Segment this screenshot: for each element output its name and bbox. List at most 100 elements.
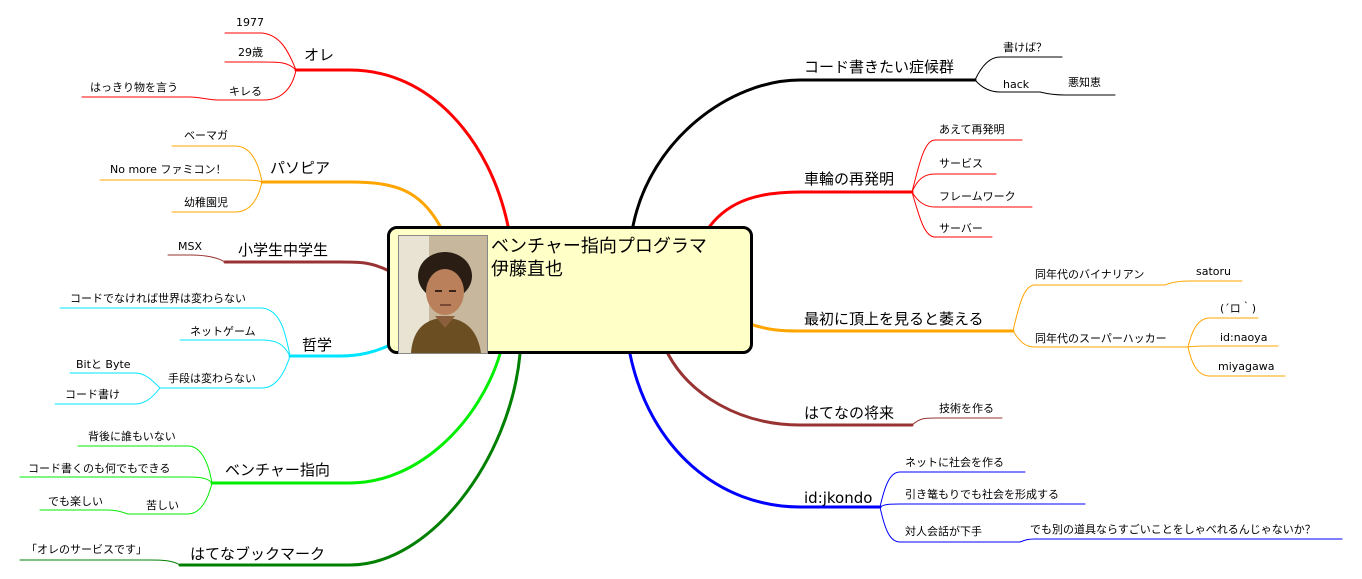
- node-jkondo-hikikomori[interactable]: 引き篭もりでも社会を形成する: [905, 488, 1059, 501]
- branch-philosophy-shudan: [159, 355, 291, 389]
- branch-future-gijutsu: [911, 417, 1003, 426]
- node-jkondo[interactable]: id:jkondo: [804, 489, 873, 507]
- center-title-line2: 伊藤直也: [491, 259, 563, 280]
- node-venture-tanoshii[interactable]: でも楽しい: [48, 495, 103, 508]
- node-venture-haigo[interactable]: 背後に誰もいない: [88, 430, 176, 443]
- branch-bookmark-trunk: [178, 352, 522, 567]
- branch-venture-code: [19, 476, 213, 484]
- node-philosophy[interactable]: 哲学: [302, 336, 333, 354]
- node-venture[interactable]: ベンチャー指向: [225, 461, 330, 479]
- branch-top-hacker: [1012, 330, 1189, 348]
- node-code-kakeba[interactable]: 書けば？: [1003, 41, 1047, 54]
- branch-venture-kurushii: [127, 482, 213, 515]
- node-future[interactable]: はてなの将来: [804, 404, 895, 422]
- node-code[interactable]: コード書きたい症候群: [804, 58, 955, 76]
- branch-pasopia-youchien: [171, 181, 263, 213]
- node-wheel[interactable]: 車輪の再発明: [804, 170, 895, 188]
- node-top[interactable]: 最初に頂上を見ると萎える: [804, 310, 984, 328]
- branch-philosophy-trunk: [288, 343, 392, 358]
- node-ore-hakkiri[interactable]: はっきり物を言う: [90, 81, 178, 94]
- branch-venture-tanoshii: [39, 509, 129, 515]
- branch-jkondo-demo: [1019, 538, 1343, 543]
- branch-bookmark-ore: [19, 559, 181, 566]
- branch-ore-29: [224, 61, 297, 71]
- branch-jkondo-trunk: [628, 352, 882, 509]
- branch-jkondo-hikikomori: [879, 503, 1086, 508]
- branch-jkondo-taijin: [879, 506, 1021, 543]
- node-jkondo-net[interactable]: ネットに社会を作る: [905, 456, 1004, 469]
- branch-wheel-service: [911, 173, 997, 193]
- branch-top-binarian: [1012, 284, 1166, 332]
- center-title: ベンチャー指向プログラマ 伊藤直也: [491, 235, 707, 281]
- branch-wheel-trunk: [708, 190, 914, 228]
- branch-philosophy-codekake: [54, 387, 161, 405]
- node-ore-29[interactable]: 29歳: [238, 46, 263, 59]
- branch-venture-haigo: [77, 445, 213, 484]
- node-philosophy-bit[interactable]: Bitと Byte: [76, 358, 131, 371]
- node-philosophy-codekake[interactable]: コード書け: [65, 388, 120, 401]
- branch-top-naoya: [1187, 345, 1279, 348]
- node-top-ro[interactable]: (´ロ｀): [1220, 302, 1257, 315]
- branch-wheel-framework: [911, 191, 1033, 208]
- center-title-line1: ベンチャー指向プログラマ: [491, 236, 707, 257]
- branch-jkondo-net: [879, 471, 1026, 508]
- branch-ore-trunk: [294, 68, 510, 228]
- branch-top-ro: [1187, 317, 1259, 348]
- portrait-photo: [398, 235, 488, 354]
- node-philosophy-netgame[interactable]: ネットゲーム: [190, 325, 256, 338]
- node-venture-code[interactable]: コード書くのも何でもできる: [28, 462, 171, 475]
- node-pasopia-youchien[interactable]: 幼稚園児: [184, 196, 228, 209]
- node-future-gijutsu[interactable]: 技術を作る: [939, 402, 994, 415]
- branch-code-kakeba: [974, 56, 1063, 81]
- branch-top-miyagawa: [1187, 346, 1286, 377]
- node-top-binarian[interactable]: 同年代のバイナリアン: [1035, 268, 1145, 281]
- node-venture-kurushii[interactable]: 苦しい: [146, 499, 179, 512]
- node-code-waruchie[interactable]: 悪知恵: [1068, 76, 1101, 89]
- branch-code-hack: [974, 79, 1041, 93]
- center-node[interactable]: ベンチャー指向プログラマ 伊藤直也: [387, 226, 753, 354]
- node-pasopia[interactable]: パソピア: [270, 159, 331, 177]
- branch-venture-trunk: [210, 352, 502, 485]
- node-wheel-aete[interactable]: あえて再発明: [939, 123, 1005, 136]
- branch-philosophy-netgame: [179, 339, 291, 357]
- node-top-naoya[interactable]: id:naoya: [1220, 331, 1268, 344]
- node-bookmark-ore[interactable]: 「オレのサービスです」: [26, 543, 147, 556]
- branch-code-waruchie: [1039, 91, 1116, 96]
- node-wheel-server[interactable]: サーバー: [939, 222, 983, 235]
- node-ore[interactable]: オレ: [304, 46, 335, 64]
- branch-school-msx: [167, 254, 226, 263]
- node-ore-kireru[interactable]: キレる: [229, 85, 262, 98]
- node-wheel-framework[interactable]: フレームワーク: [939, 190, 1016, 203]
- node-jkondo-demo[interactable]: でも別の道具ならすごいことをしゃべれるんじゃないか？: [1030, 523, 1316, 536]
- branch-top-satoru: [1164, 280, 1243, 286]
- node-school[interactable]: 小学生中学生: [238, 241, 329, 259]
- branch-ore-kireru: [217, 69, 297, 101]
- node-wheel-service[interactable]: サービス: [939, 157, 983, 170]
- node-code-hack[interactable]: hack: [1003, 78, 1030, 91]
- branch-pasopia-bemaga: [171, 145, 263, 183]
- branch-code-trunk: [631, 78, 977, 228]
- node-philosophy-code[interactable]: コードでなければ世界は変わらない: [70, 292, 246, 305]
- branch-wheel-server: [911, 191, 993, 238]
- node-ore-1977[interactable]: 1977: [236, 16, 264, 29]
- branch-ore-hakkiri: [81, 96, 219, 101]
- branch-top-trunk: [751, 323, 1015, 333]
- branch-philosophy-bit: [69, 372, 161, 389]
- node-pasopia-famicom[interactable]: No more ファミコン！: [110, 163, 227, 176]
- node-pasopia-bemaga[interactable]: ベーマガ: [184, 129, 228, 142]
- branch-ore-1977: [224, 32, 297, 71]
- branch-pasopia-famicom: [99, 179, 263, 183]
- node-jkondo-taijin[interactable]: 対人会話が下手: [905, 525, 982, 538]
- node-philosophy-shudan[interactable]: 手段は変わらない: [168, 372, 256, 385]
- branch-wheel-aete: [911, 139, 1023, 193]
- node-top-miyagawa[interactable]: miyagawa: [1218, 360, 1275, 373]
- node-top-hacker[interactable]: 同年代のスーパーハッカー: [1035, 332, 1167, 345]
- branch-school-trunk: [223, 260, 389, 272]
- node-bookmark[interactable]: はてなブックマーク: [190, 545, 326, 563]
- node-school-msx[interactable]: MSX: [178, 240, 203, 253]
- node-top-satoru[interactable]: satoru: [1196, 265, 1232, 278]
- branch-future-trunk: [666, 352, 914, 427]
- branch-philosophy-code: [59, 307, 291, 357]
- branch-pasopia-trunk: [260, 180, 442, 228]
